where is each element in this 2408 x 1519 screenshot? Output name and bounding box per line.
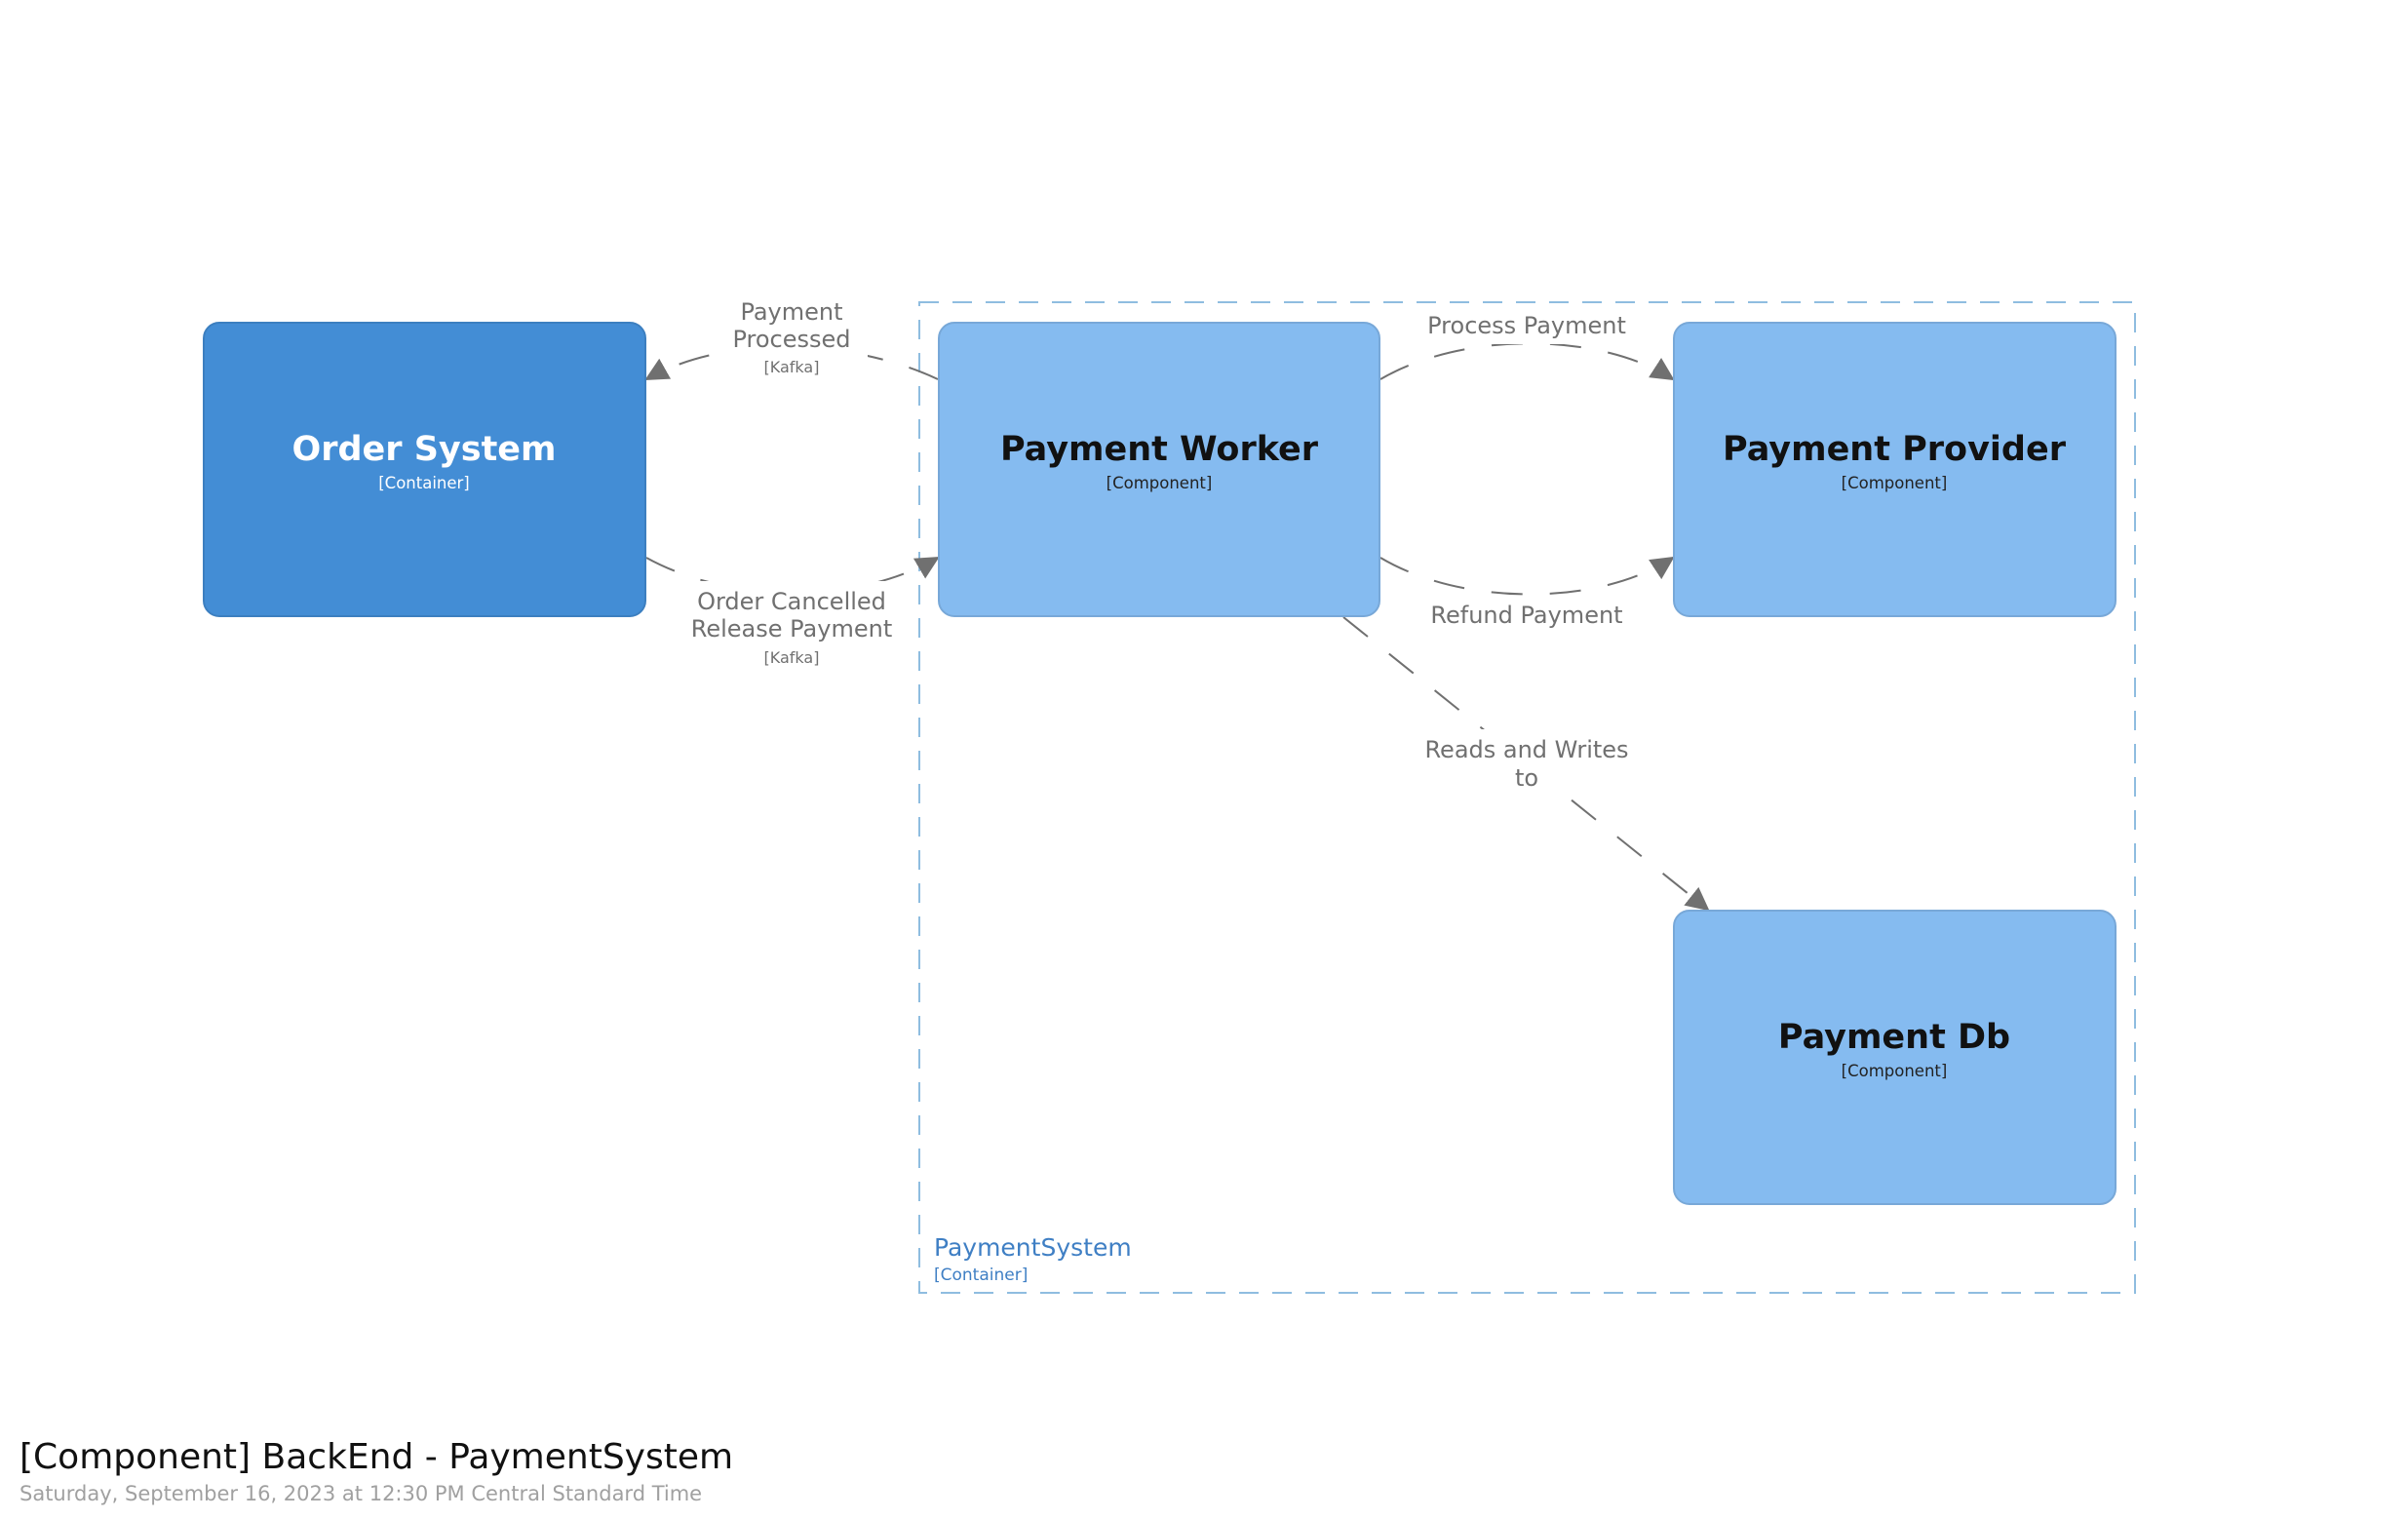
edge-labels: Payment Processed [Kafka] Order Cancelle… bbox=[682, 292, 1635, 799]
diagram-footer: [Component] BackEnd - PaymentSystem Satu… bbox=[19, 1437, 733, 1505]
label-bg-refund-payment bbox=[1423, 597, 1630, 634]
edge-label-order-cancelled-1: Order Cancelled bbox=[697, 588, 886, 615]
payment-db-title: Payment Db bbox=[1778, 1018, 2010, 1057]
edge-refund-payment bbox=[1379, 556, 1675, 596]
boundary-type: [Container] bbox=[934, 1266, 1028, 1285]
edge-tech-payment-processed: [Kafka] bbox=[764, 358, 820, 376]
edge-label-order-cancelled-2: Release Payment bbox=[691, 615, 892, 643]
edge-tech-order-cancelled: [Kafka] bbox=[764, 648, 820, 667]
payment-worker-box[interactable] bbox=[938, 322, 1380, 617]
payment-provider-type: [Component] bbox=[1842, 474, 1948, 492]
node-payment-db[interactable]: Payment Db [Component] bbox=[1673, 910, 2117, 1205]
payment-provider-box[interactable] bbox=[1673, 322, 2117, 617]
boundary-frame bbox=[918, 301, 2136, 1294]
edge-label-refund-payment: Refund Payment bbox=[1430, 602, 1622, 629]
payment-db-type: [Component] bbox=[1842, 1062, 1948, 1080]
edges bbox=[644, 342, 1710, 912]
edge-reads-writes bbox=[1342, 616, 1710, 912]
payment-provider-title: Payment Provider bbox=[1723, 430, 2067, 469]
diagram-date: Saturday, September 16, 2023 at 12:30 PM… bbox=[19, 1482, 702, 1505]
edge-label-payment-processed-2: Processed bbox=[732, 326, 850, 353]
node-payment-worker[interactable]: Payment Worker [Component] bbox=[938, 322, 1380, 617]
edge-label-process-payment: Process Payment bbox=[1427, 312, 1626, 339]
label-bg-reads-writes bbox=[1418, 729, 1635, 799]
label-bg-payment-processed bbox=[717, 292, 868, 382]
edge-label-reads-writes-1: Reads and Writes bbox=[1424, 736, 1628, 763]
node-order-system[interactable]: Order System [Container] bbox=[203, 322, 646, 617]
payment-worker-title: Payment Worker bbox=[1000, 430, 1319, 469]
order-system-title: Order System bbox=[291, 430, 556, 469]
edge-process-payment bbox=[1379, 342, 1675, 381]
edge-label-payment-processed-1: Payment bbox=[740, 298, 842, 326]
label-bg-order-cancelled bbox=[682, 581, 902, 671]
diagram-title: [Component] BackEnd - PaymentSystem bbox=[19, 1437, 733, 1477]
boundary-label: PaymentSystem bbox=[934, 1233, 1132, 1262]
label-bg-process-payment bbox=[1418, 307, 1635, 344]
payment-db-box[interactable] bbox=[1673, 910, 2117, 1205]
order-system-box[interactable] bbox=[203, 322, 646, 617]
node-payment-provider[interactable]: Payment Provider [Component] bbox=[1673, 322, 2117, 617]
edge-label-reads-writes-2: to bbox=[1515, 764, 1538, 792]
edge-payment-processed bbox=[644, 345, 939, 380]
payment-worker-type: [Component] bbox=[1107, 474, 1213, 492]
boundary-payment-system: PaymentSystem [Container] bbox=[918, 301, 2136, 1294]
order-system-type: [Container] bbox=[378, 474, 470, 492]
